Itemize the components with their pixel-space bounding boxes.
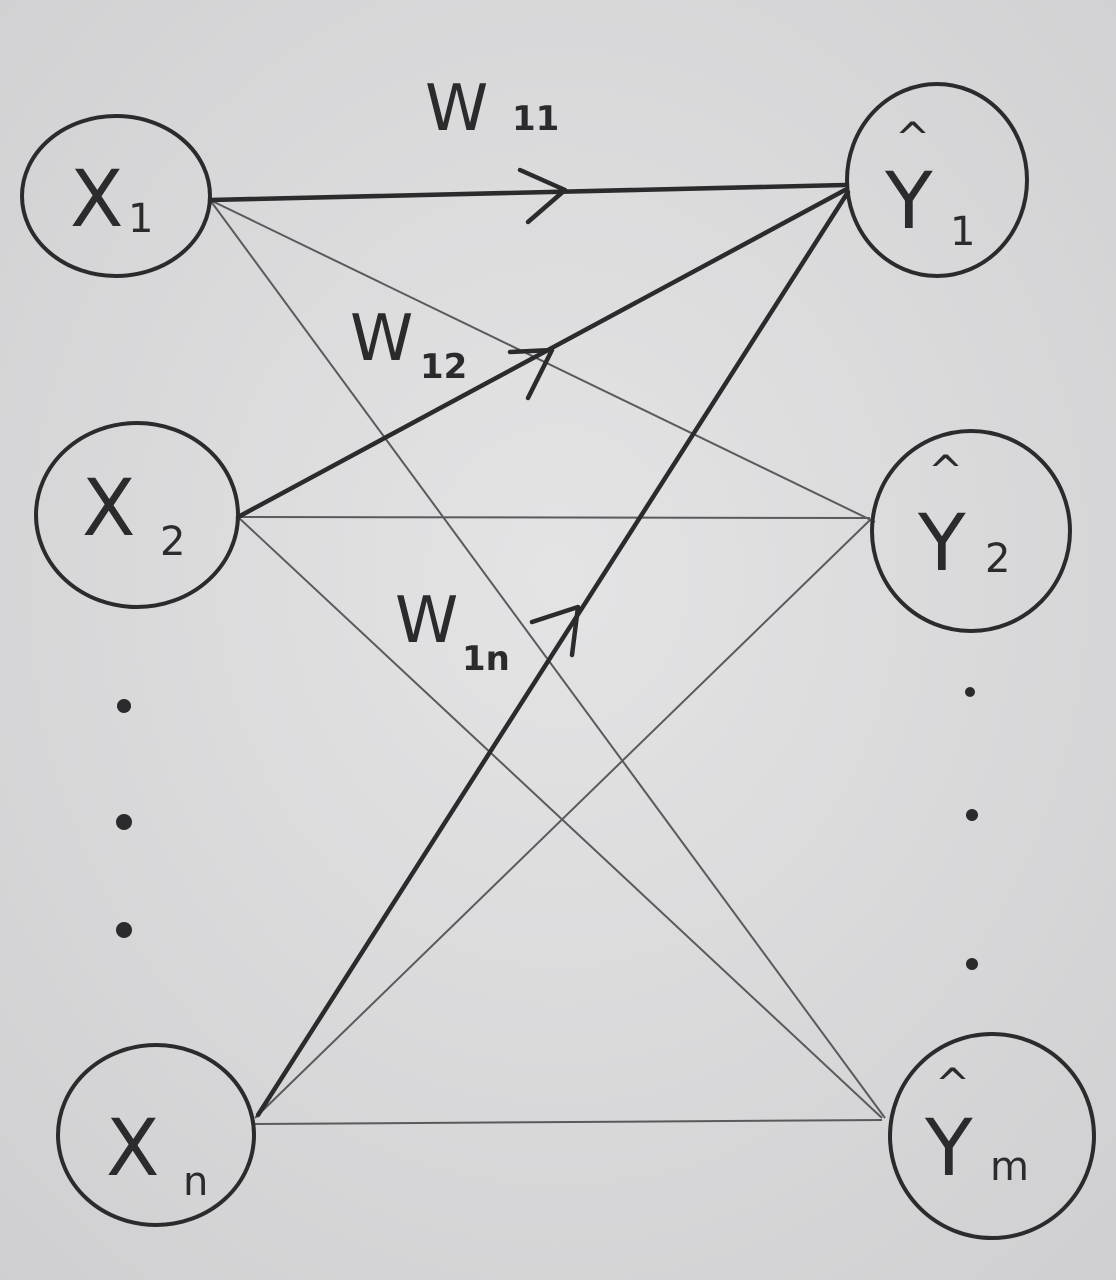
edge-x2-y2: [237, 516, 871, 519]
label-y2: ^ Y 2: [917, 446, 1010, 589]
edge-xn-y2: [254, 519, 871, 1119]
output-ellipsis: [965, 687, 978, 970]
input-ellipsis-dot: [116, 922, 132, 938]
arrow-w11-icon: [517, 167, 568, 225]
node-y2: [870, 429, 1072, 633]
label-w11-sub: 11: [512, 99, 559, 139]
label-ym-hat: ^: [935, 1059, 970, 1108]
label-y1-main: Y: [884, 157, 933, 247]
label-ym: ^ Y m: [924, 1059, 1029, 1194]
label-xn: X n: [106, 1104, 208, 1205]
arrow-w1n-icon: [529, 604, 581, 658]
label-w12-main: W: [350, 302, 413, 376]
output-ellipsis-dot: [966, 958, 978, 970]
label-y1: ^ Y 1: [884, 113, 975, 255]
input-ellipsis-dot: [116, 814, 132, 830]
edge-xn-y1: [255, 189, 851, 1118]
label-w12-sub: 12: [420, 347, 467, 387]
label-x1-main: X: [70, 155, 123, 245]
label-w11-main: W: [425, 72, 488, 146]
label-y2-main: Y: [917, 499, 966, 589]
node-y1: [845, 82, 1029, 278]
output-nodes: [845, 82, 1096, 1240]
input-nodes: [20, 114, 256, 1227]
output-ellipsis-dot: [966, 809, 978, 821]
label-xn-main: X: [106, 1104, 159, 1194]
node-xn: [56, 1043, 256, 1227]
edge-x2-ym: [237, 516, 883, 1119]
label-x2: X 2: [82, 464, 185, 565]
input-ellipsis: [116, 699, 132, 938]
edge-x2-y1: [235, 187, 848, 520]
label-x2-main: X: [82, 464, 135, 554]
label-y2-hat: ^: [928, 446, 963, 495]
label-y1-sub: 1: [950, 209, 975, 255]
node-x1: [20, 114, 212, 278]
label-x1-sub: 1: [128, 196, 153, 242]
label-w1n: W 1n: [395, 584, 510, 679]
edge-x1-y2: [209, 199, 876, 523]
node-x2: [34, 421, 240, 609]
input-ellipsis-dot: [117, 699, 131, 713]
highlighted-edges: [207, 182, 851, 1118]
label-w12: W 12: [350, 302, 467, 387]
output-ellipsis-dot: [965, 687, 975, 697]
label-ym-main: Y: [924, 1104, 973, 1194]
label-w11: W 11: [425, 72, 559, 146]
label-x2-sub: 2: [160, 519, 185, 565]
label-x1: X 1: [70, 155, 153, 245]
arrow-w12-icon: [507, 347, 555, 401]
edge-xn-ym: [254, 1119, 883, 1125]
label-w1n-sub: 1n: [462, 639, 510, 679]
label-y2-sub: 2: [985, 536, 1010, 582]
label-ym-sub: m: [990, 1144, 1029, 1190]
label-y1-hat: ^: [895, 113, 930, 162]
label-xn-sub: n: [183, 1159, 208, 1205]
label-w1n-main: W: [395, 584, 458, 658]
weight-arrows: [507, 167, 581, 658]
node-ym: [888, 1032, 1096, 1240]
edge-x1-y1: [207, 182, 848, 203]
